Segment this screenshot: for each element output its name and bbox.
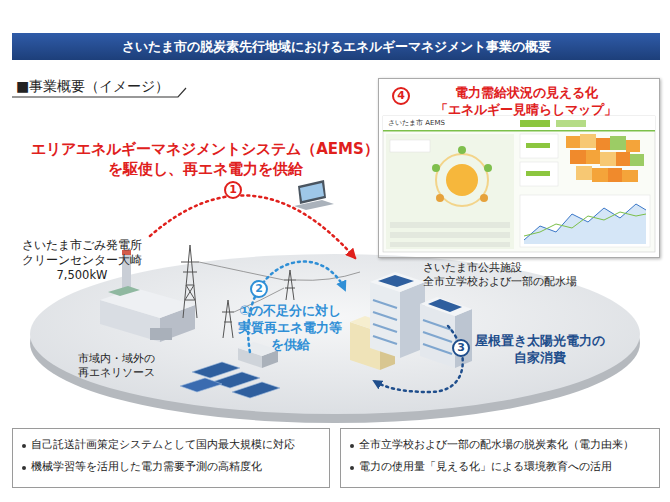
dashboard-screenshot-part (608, 168, 622, 182)
pylon-part (199, 262, 360, 280)
pylon-part (284, 270, 296, 300)
dashboard-screenshot-part (570, 150, 586, 164)
dashboard-screenshot-part (596, 138, 610, 150)
school-buildings-part (373, 300, 397, 344)
dashboard-screenshot-part (436, 194, 444, 202)
platform-part (30, 254, 640, 414)
dashboard-screenshot-part (566, 136, 580, 148)
laptop-part (294, 200, 334, 210)
node-text: 電力の使用量「見える化」による環境教育への活用 (359, 460, 612, 474)
dashboard-screenshot-part (446, 164, 478, 196)
callout-text: 屋根置き太陽光電力の 自家消費 (474, 333, 606, 367)
school-buildings-part (370, 272, 425, 292)
dashboard-screenshot-part (526, 143, 550, 148)
dashboard-screenshot-part (432, 164, 440, 172)
dashboard-screenshot-part (390, 242, 510, 247)
dashboard-screenshot-part (524, 212, 646, 236)
pylon-part (181, 245, 199, 318)
node-text: 全市立学校および一部の配水場の脱炭素化（電力由来） (359, 438, 634, 452)
dashboard-screenshot-part (383, 116, 655, 252)
school-buildings-part (428, 299, 462, 312)
dashboard-screenshot (383, 116, 655, 252)
dashboard-screenshot-part (626, 140, 640, 152)
bullet-dot (350, 466, 354, 470)
dashboard-screenshot-part (520, 162, 558, 186)
pylon-part (222, 300, 234, 338)
dashboard-screenshot-part (576, 166, 592, 180)
school-buildings-part (420, 297, 472, 316)
power-plant-part (108, 286, 140, 296)
school-buildings-part (378, 275, 414, 287)
dashboard-screenshot-part (520, 195, 650, 247)
dashboard-screenshot-part (616, 152, 630, 166)
dashboard-screenshot-part (458, 146, 466, 154)
power-plant-part (150, 328, 172, 340)
node-text: 市域内・域外の 再エネリソース (78, 352, 157, 381)
laptop (294, 180, 334, 210)
dashboard-screenshot-part (524, 204, 646, 240)
bullet-dot (350, 444, 354, 448)
dashboard-screenshot-part (436, 154, 488, 206)
dashboard-screenshot-part (480, 194, 488, 202)
bullet-dot (22, 466, 26, 470)
dashboard-screenshot-part (383, 116, 655, 130)
dashboard-screenshot-part (520, 120, 550, 127)
solar-panels (180, 362, 280, 398)
title-bar (12, 33, 660, 60)
node-text: さいたま市ごみ発電所 クリーンセンター大崎 7,500kW (21, 238, 143, 283)
plant-node: さいたま市ごみ発電所 クリーンセンター大崎 7,500kW (20, 236, 210, 336)
resource-node: 市域内・域外の 再エネリソース (75, 352, 270, 400)
dashboard-screenshot-part (390, 222, 510, 228)
self-consumption-loop (374, 326, 463, 392)
dashboard-screenshot-part (390, 140, 430, 152)
dashboard-screenshot-part (484, 164, 492, 172)
dashboard-screenshot-part (592, 168, 608, 182)
dashboard-screenshot-part (556, 120, 586, 127)
solar-panels-part (232, 382, 280, 398)
callout-number: 3 (452, 339, 470, 357)
dashboard-screenshot-part (520, 134, 558, 158)
section-heading: ■事業概要（イメージ） (16, 77, 169, 95)
callout-text: ①の不足分に対し 実質再エネ電力等 を供給 (237, 303, 343, 354)
dashboard-screenshot-part (610, 136, 626, 150)
node-text: 自己託送計画策定システムとして国内最大規模に対応 (31, 438, 295, 452)
node-text: 電力需給状況の見える化 「エネルギー見晴らしマップ」 (434, 85, 618, 119)
callout-number: 2 (250, 280, 268, 298)
dashboard-screenshot-part (526, 171, 550, 176)
dashboard-screenshot-part (383, 130, 655, 132)
dashboard-screenshot-part (622, 170, 638, 182)
callout-text: エリアエネルギーマネジメントシステム（AEMS） を駆使し、再エネ電力を供給 (30, 140, 380, 179)
dashboard-screenshot-part (390, 232, 510, 238)
dashboard-screenshot-part (600, 152, 616, 166)
title-text: さいたま市の脱炭素先行地域におけるエネルギーマネジメント事業の概要 (12, 33, 660, 60)
callout-number: 4 (392, 87, 410, 105)
note-box: 自己託送計画策定システムとして国内最大規模に対応機械学習等を活用した電力需要予測… (12, 428, 330, 488)
screen-title: さいたま市 AEMS (388, 119, 445, 127)
callout-number: 1 (224, 181, 242, 199)
bullet-dot (22, 444, 26, 448)
dashboard-screenshot-part (580, 134, 596, 148)
node-text: さいたま市公共施設 全市立学校および一部の配水場 (423, 261, 579, 290)
solar-panels-part (180, 378, 222, 392)
dashboard-screenshot-part (586, 150, 600, 164)
dashboard-screenshot-part (630, 154, 644, 166)
map-panel: 電力需給状況の見える化 「エネルギー見晴らしマップ」 (378, 78, 660, 258)
dashboard-screenshot-part (386, 134, 514, 249)
note-box: 全市立学校および一部の配水場の脱炭素化（電力由来） 電力の使用量「見える化」による… (340, 428, 660, 488)
node-text: 機械学習等を活用した電力需要予測の高精度化 (31, 460, 262, 474)
laptop-part (300, 183, 324, 201)
platform (30, 254, 640, 423)
dashboard-screenshot-part (524, 204, 646, 244)
flow-arrow (150, 195, 355, 258)
school-buildings-part (370, 282, 400, 358)
